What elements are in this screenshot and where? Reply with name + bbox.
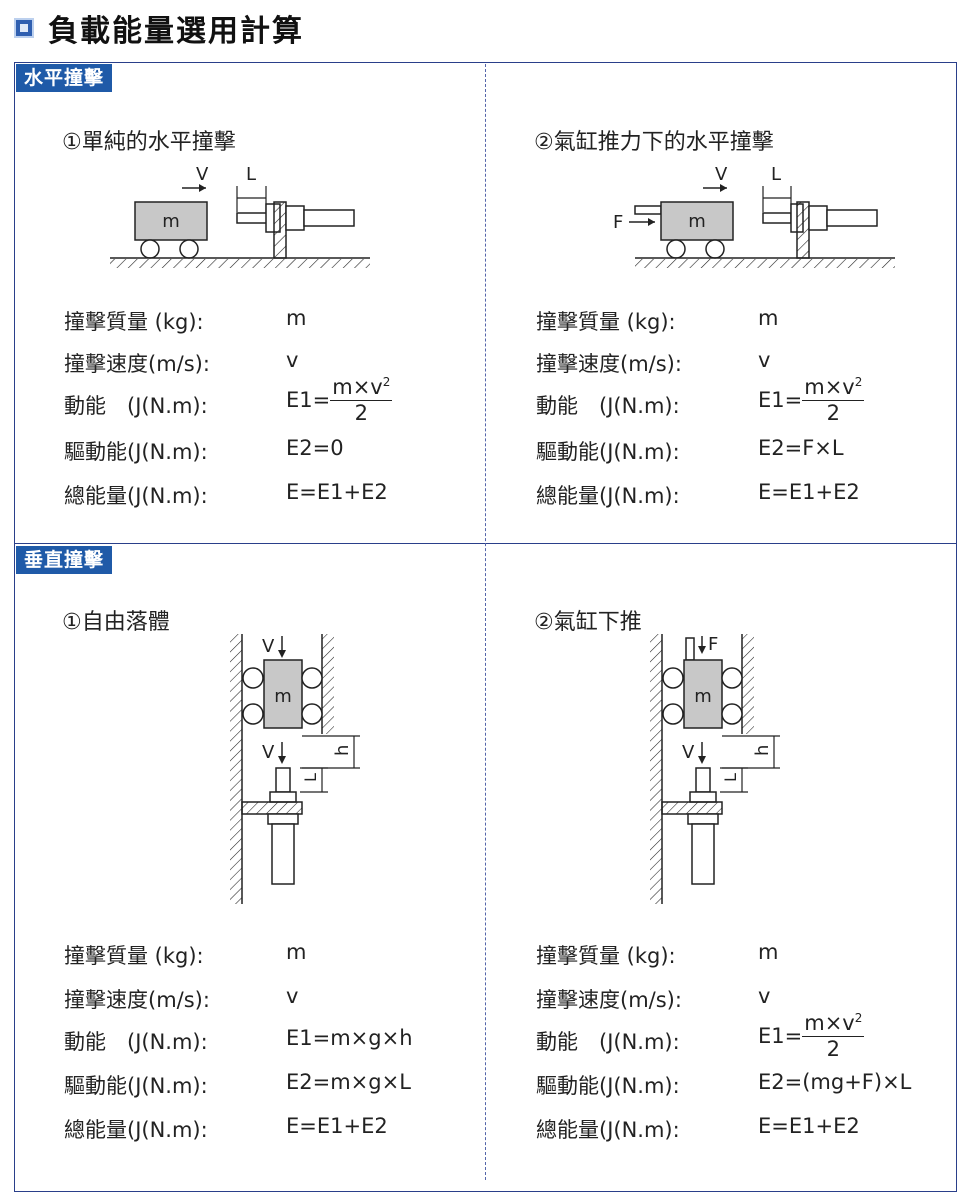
- diagram-horizontal-simple: m V L: [110, 164, 370, 268]
- stroke-label: L: [771, 164, 781, 185]
- subtitle-v1: ①自由落體: [62, 610, 170, 635]
- wheel: [705, 239, 725, 259]
- wheel: [140, 239, 160, 259]
- title-bullet-icon: [14, 18, 34, 38]
- page-title: 負載能量選用計算: [48, 14, 304, 49]
- force-label: F: [613, 212, 623, 233]
- diagram-free-fall: m V V h L: [230, 634, 360, 904]
- height-label: h: [332, 745, 353, 756]
- wheel: [179, 239, 199, 259]
- velocity-label: V: [262, 636, 275, 657]
- cart-mass: [134, 201, 208, 241]
- column-divider: [485, 64, 486, 1180]
- section-tag-horizontal: 水平撞擊: [16, 64, 113, 92]
- mass-label: m: [274, 686, 292, 707]
- pushed-mass: [683, 659, 723, 729]
- section-tag-vertical: 垂直撞擊: [16, 546, 113, 574]
- velocity-label: V: [715, 164, 728, 185]
- stroke-label: L: [721, 773, 740, 782]
- force-label: F: [708, 634, 718, 655]
- height-label: h: [752, 745, 773, 756]
- velocity-label: V: [262, 742, 275, 763]
- cart-mass: [660, 201, 734, 241]
- stroke-label: L: [246, 164, 256, 185]
- stroke-label: L: [301, 773, 320, 782]
- mass-label: m: [688, 211, 706, 232]
- mass-label: m: [162, 211, 180, 232]
- falling-mass: [263, 659, 303, 729]
- velocity-label: V: [196, 164, 209, 185]
- subtitle-v2: ②氣缸下推: [534, 610, 642, 635]
- wheel: [666, 239, 686, 259]
- diagram-horizontal-cylinder: F m V L: [613, 164, 895, 268]
- page-header: 負載能量選用計算: [14, 8, 304, 49]
- velocity-label: V: [682, 742, 695, 763]
- subtitle-h2: ②氣缸推力下的水平撞擊: [534, 130, 774, 155]
- diagram-cylinder-push-down: F m V h L: [650, 634, 780, 904]
- subtitle-h1: ①單純的水平撞擊: [62, 130, 236, 155]
- mass-label: m: [694, 686, 712, 707]
